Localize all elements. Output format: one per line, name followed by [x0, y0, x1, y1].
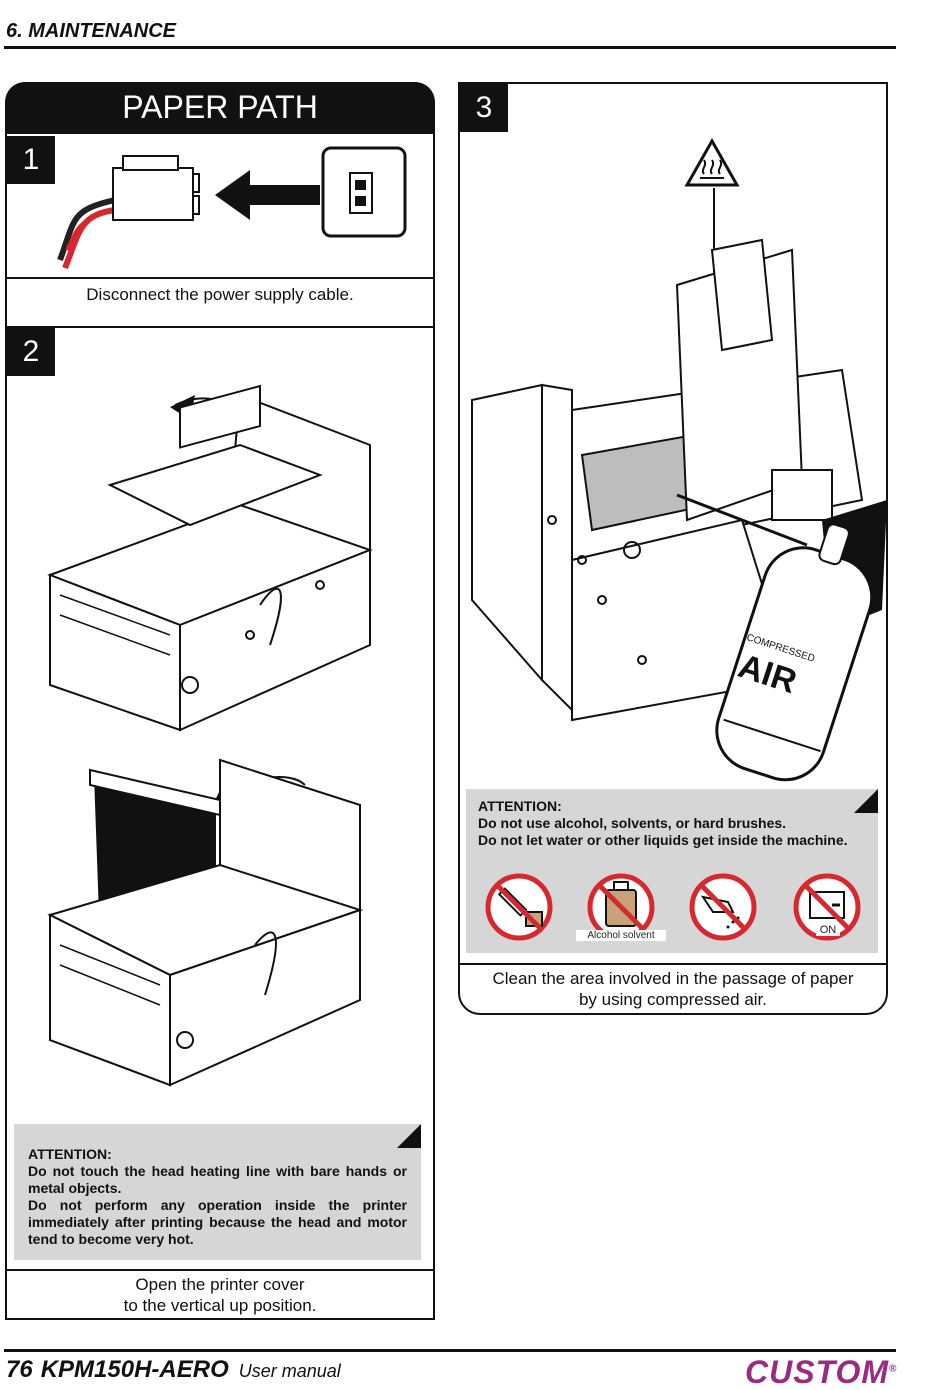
- step-1-number: 1: [7, 136, 55, 184]
- step-1-caption: Disconnect the power supply cable.: [86, 285, 354, 304]
- printer-open-illustration: [47, 758, 364, 1087]
- alcohol-solvent-label: Alcohol solvent: [576, 930, 666, 941]
- heat-warning-icon: [684, 137, 740, 187]
- manual-label: User manual: [238, 1361, 341, 1381]
- page-footer: 76 KPM150H-AERO User manual: [6, 1356, 341, 1384]
- no-alcohol-solvent-icon: [587, 873, 655, 941]
- power-on-label: ON: [816, 924, 840, 936]
- attention-corner-marker: [397, 1124, 421, 1148]
- step-3-number: 3: [460, 84, 508, 132]
- attention-line: Do not touch the head heating line with …: [28, 1163, 407, 1196]
- page-number: 76: [6, 1356, 33, 1383]
- printer-closed-illustration: [47, 384, 373, 732]
- section-header: 6. MAINTENANCE: [6, 20, 177, 42]
- no-power-on-icon: [793, 873, 861, 941]
- printer-cleaning-illustration: [471, 238, 887, 782]
- footer-rule: [4, 1349, 896, 1352]
- model-name: KPM150H-AERO: [40, 1356, 229, 1383]
- registered-mark: ®: [889, 1363, 898, 1375]
- caption-line: to the vertical up position.: [123, 1296, 317, 1315]
- header-rule: [4, 46, 896, 49]
- power-connector-illustration: [57, 146, 407, 270]
- caption-line: Open the printer cover: [135, 1275, 305, 1294]
- step-2-number: 2: [7, 328, 55, 376]
- brand-name: CUSTOM: [745, 1354, 890, 1390]
- attention-corner-marker: [854, 789, 878, 813]
- step-1-divider: [5, 277, 435, 279]
- step-2-caption: Open the printer cover to the vertical u…: [5, 1274, 435, 1316]
- attention-line: Do not let water or other liquids get in…: [478, 832, 848, 848]
- step-2-attention-box: ATTENTION: Do not touch the head heating…: [14, 1124, 421, 1260]
- attention-title: ATTENTION:: [478, 798, 562, 814]
- step-3-caption: Clean the area involved in the passage o…: [458, 968, 888, 1010]
- prohibition-icons-row: Alcohol solvent ON: [476, 872, 872, 944]
- step-3-caption-divider: [458, 963, 888, 965]
- no-brush-icon: [485, 873, 553, 941]
- panel-title: PAPER PATH: [5, 82, 435, 134]
- no-liquid-icon: [689, 873, 757, 941]
- step-2-caption-divider: [5, 1269, 435, 1271]
- step-2-divider: [5, 326, 435, 328]
- caption-line: Clean the area involved in the passage o…: [492, 969, 854, 988]
- brand-logo: CUSTOM®: [745, 1354, 897, 1390]
- attention-title: ATTENTION:: [28, 1146, 112, 1162]
- attention-line: Do not perform any operation inside the …: [28, 1197, 407, 1247]
- attention-line: Do not use alcohol, solvents, or hard br…: [478, 815, 787, 831]
- caption-line: by using compressed air.: [578, 990, 768, 1009]
